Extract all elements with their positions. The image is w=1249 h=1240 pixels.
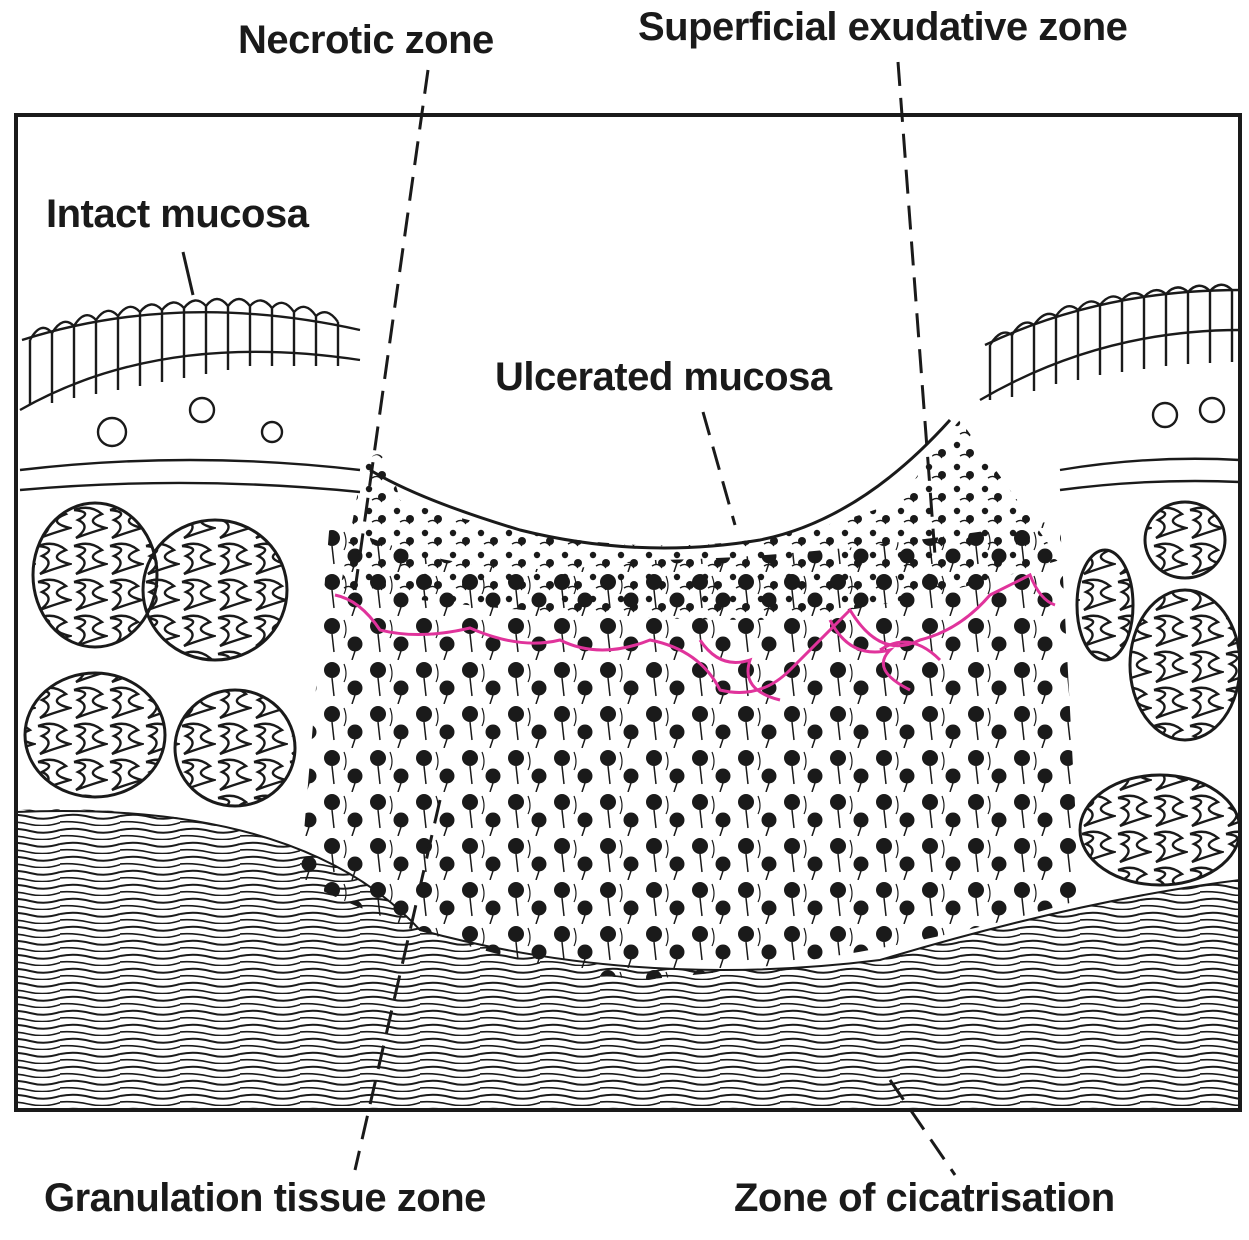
- ulcerated-mucosa-label: Ulcerated mucosa: [495, 355, 832, 400]
- necrotic-zone-label: Necrotic zone: [238, 18, 494, 63]
- zone-of-cicatrisation-label: Zone of cicatrisation: [734, 1176, 1115, 1221]
- right-glands: [1077, 502, 1240, 885]
- ulcerated-leader: [703, 412, 735, 525]
- superficial-exudative-zone-label: Superficial exudative zone: [638, 5, 1127, 50]
- right-epithelium: [980, 285, 1240, 490]
- granulation-tissue-zone-label: Granulation tissue zone: [44, 1176, 486, 1221]
- intact-mucosa-label: Intact mucosa: [46, 192, 308, 237]
- left-glands: [25, 503, 295, 806]
- left-epithelium: [20, 299, 360, 492]
- intact-leader: [183, 252, 193, 295]
